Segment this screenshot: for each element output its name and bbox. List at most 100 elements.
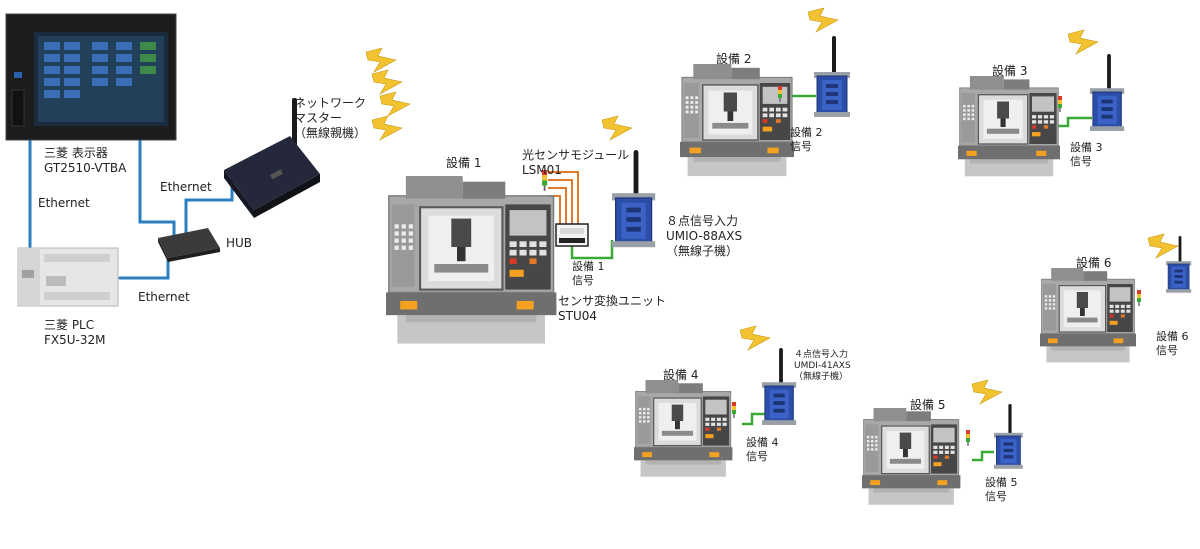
hmi-name: 三菱 表示器	[44, 146, 108, 160]
sensor-module-model: LSM01	[522, 163, 562, 177]
network-master-line2: マスター	[294, 111, 343, 125]
sensor-converter-label: センサ変換ユニット STU04	[558, 294, 666, 324]
wireless-signal-icon	[807, 7, 839, 33]
machine-2	[679, 63, 795, 177]
machine-3-title: 設備 3	[992, 64, 1028, 78]
ethernet-label-hub: Ethernet	[138, 290, 190, 304]
machine-1	[384, 174, 558, 345]
machine-6-signal-label: 設備 6 信号	[1156, 330, 1189, 358]
machine-2-signal-word: 信号	[790, 140, 812, 153]
hmi-screen-button	[140, 42, 156, 50]
signal-cable	[570, 240, 614, 260]
hub-label: HUB	[226, 236, 253, 250]
ethernet-label-plc: Ethernet	[38, 196, 90, 210]
machine-5-signal: 設備 5	[985, 476, 1018, 489]
machine-5-signal-label: 設備 5 信号	[985, 476, 1018, 504]
machine-2-signal: 設備 2	[790, 126, 823, 139]
umdi-label: ４点信号入力 UMDI-41AXS （無線子機）	[794, 350, 851, 383]
umdi-note: （無線子機）	[794, 372, 849, 382]
hmi-screen-button	[92, 42, 108, 50]
wireless-signal-icon	[1067, 29, 1099, 55]
network-master-line1: ネットワーク	[294, 96, 367, 110]
hmi-screen-button	[44, 54, 60, 62]
hmi-screen-button	[92, 66, 108, 74]
sensor-module-label: 光センサモジュール LSM01	[522, 148, 629, 178]
umio-model: UMIO-88AXS	[666, 229, 743, 243]
hmi-screen-button	[116, 78, 132, 86]
hmi-screen-button	[44, 90, 60, 98]
machine-3-signal: 設備 3	[1070, 141, 1103, 154]
machine-6-signal: 設備 6	[1156, 330, 1189, 343]
wireless-signal-icon	[371, 115, 403, 141]
machine-4-signal-word: 信号	[746, 450, 768, 463]
wireless-unit-4	[761, 347, 797, 426]
hmi-screen-button	[116, 42, 132, 50]
umio-label: ８点信号入力 UMIO-88AXS （無線子機）	[666, 214, 742, 259]
ethernet-cable	[138, 138, 176, 238]
plc-unit	[17, 247, 119, 307]
umdi-model: UMDI-41AXS	[794, 361, 851, 371]
machine-3-signal-word: 信号	[1070, 155, 1092, 168]
signal-cable	[1050, 116, 1092, 128]
network-master-label: ネットワーク マスター （無線親機）	[294, 96, 366, 141]
machine-3	[957, 75, 1061, 177]
machine-3-signal-label: 設備 3 信号	[1070, 141, 1103, 169]
sensor-module-name: 光センサモジュール	[522, 148, 630, 162]
wireless-signal-icon	[601, 115, 633, 141]
umio-note: （無線子機）	[666, 244, 739, 258]
machine-4-signal-label: 設備 4 信号	[746, 436, 779, 464]
wireless-signal-icon	[371, 69, 403, 95]
machine-1-signal: 設備 1	[572, 260, 605, 273]
wireless-signal-icon	[1147, 233, 1179, 259]
hmi-screen-button	[116, 66, 132, 74]
hmi-model: GT2510-VTBA	[44, 161, 127, 175]
machine-4-title: 設備 4	[663, 368, 699, 382]
hmi-screen-button	[44, 78, 60, 86]
hmi-screen-button	[116, 54, 132, 62]
signal-cable	[972, 450, 994, 462]
hmi-screen-button	[64, 78, 80, 86]
wireless-unit-2	[813, 35, 851, 118]
machine-2-signal-label: 設備 2 信号	[790, 126, 823, 154]
wireless-unit-5	[993, 403, 1024, 470]
hmi-label: 三菱 表示器 GT2510-VTBA	[44, 146, 126, 176]
plc-name: 三菱 PLC	[44, 318, 95, 332]
machine-2-title: 設備 2	[716, 52, 752, 66]
umdi-name: ４点信号入力	[794, 350, 849, 360]
hmi-screen-button	[140, 66, 156, 74]
plc-label: 三菱 PLC FX5U-32M	[44, 318, 106, 348]
signal-tower-6	[1137, 290, 1141, 306]
signal-tower-5	[966, 430, 970, 446]
network-master-router	[224, 98, 320, 218]
wireless-signal-icon	[971, 379, 1003, 405]
plc-model: FX5U-32M	[44, 333, 106, 347]
sensor-converter-model: STU04	[558, 309, 597, 323]
machine-6-signal-word: 信号	[1156, 344, 1178, 357]
machine-6	[1039, 267, 1137, 363]
hub-device	[158, 228, 220, 262]
wireless-unit-3	[1089, 53, 1125, 132]
hmi-screen-button	[92, 78, 108, 86]
machine-4-signal: 設備 4	[746, 436, 779, 449]
sensor-converter-unit	[555, 223, 589, 247]
hmi-screen-button	[44, 42, 60, 50]
umio-name: ８点信号入力	[666, 214, 739, 228]
hmi-screen-button	[44, 66, 60, 74]
hmi-screen-button	[140, 54, 156, 62]
hmi-screen-button	[64, 66, 80, 74]
hmi-panel	[5, 13, 177, 141]
machine-5	[861, 407, 962, 506]
wireless-signal-icon	[365, 47, 397, 73]
machine-6-title: 設備 6	[1076, 256, 1112, 270]
sensor-converter-name: センサ変換ユニット	[558, 294, 667, 308]
machine-1-signal-label: 設備 1 信号	[572, 260, 605, 288]
machine-1-signal-word: 信号	[572, 274, 594, 287]
machine-5-title: 設備 5	[910, 398, 946, 412]
signal-tower-4	[732, 402, 736, 418]
machine-5-signal-word: 信号	[985, 490, 1007, 503]
machine-1-title: 設備 1	[446, 156, 482, 170]
wireless-signal-icon	[379, 91, 411, 117]
ethernet-cable	[118, 258, 170, 280]
machine-4	[633, 379, 734, 478]
hmi-screen-button	[64, 54, 80, 62]
